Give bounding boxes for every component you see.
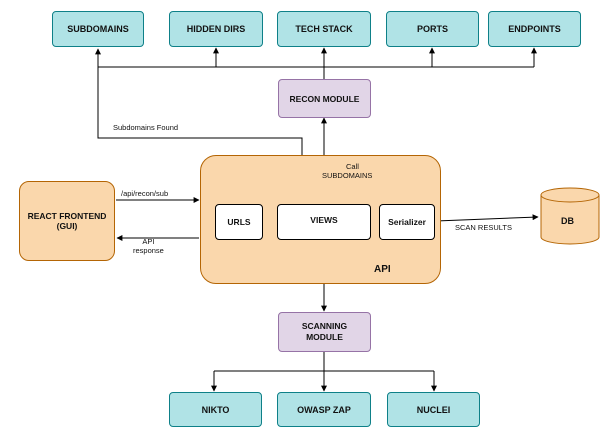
urls-node: URLS bbox=[215, 204, 263, 240]
subdomains-found-label: Subdomains Found bbox=[113, 123, 179, 132]
nuclei-node: NUCLEI bbox=[387, 392, 480, 427]
hidden-dirs-node: HIDDEN DIRS bbox=[169, 11, 263, 47]
db-label: DB bbox=[561, 216, 574, 226]
db-cylinder bbox=[540, 187, 600, 245]
api-recon-sub-label: /api/recon/sub bbox=[121, 189, 169, 198]
serializer-node: Serializer bbox=[379, 204, 435, 240]
endpoints-node: ENDPOINTS bbox=[488, 11, 581, 47]
call-label-line1: Call bbox=[346, 162, 359, 171]
edge-scan-results bbox=[435, 214, 539, 222]
api-response-line1: API bbox=[142, 237, 155, 246]
ports-node: PORTS bbox=[386, 11, 479, 47]
scanning-module-line1: SCANNING bbox=[301, 321, 348, 332]
react-frontend-node: REACT FRONTEND (GUI) bbox=[19, 181, 115, 261]
api-label: API bbox=[374, 264, 391, 275]
owasp-zap-node: OWASP ZAP bbox=[277, 392, 371, 427]
api-response-line2: response bbox=[133, 245, 164, 255]
scanning-module-node: SCANNING MODULE bbox=[278, 312, 371, 352]
scan-results-label: SCAN RESULTS bbox=[455, 223, 512, 232]
recon-module-node: RECON MODULE bbox=[278, 79, 371, 118]
scanning-module-line2: MODULE bbox=[306, 332, 343, 342]
react-frontend-title: REACT FRONTEND bbox=[27, 210, 107, 221]
call-subdomains-label: Call SUBDOMAINS bbox=[322, 162, 373, 180]
views-node: VIEWS bbox=[277, 204, 371, 240]
tech-stack-node: TECH STACK bbox=[277, 11, 371, 47]
call-label-line2: SUBDOMAINS bbox=[322, 170, 373, 180]
react-frontend-subtitle: (GUI) bbox=[56, 221, 78, 231]
api-response-label: API response bbox=[133, 237, 164, 255]
subdomains-node: SUBDOMAINS bbox=[52, 11, 144, 47]
nikto-node: NIKTO bbox=[169, 392, 262, 427]
